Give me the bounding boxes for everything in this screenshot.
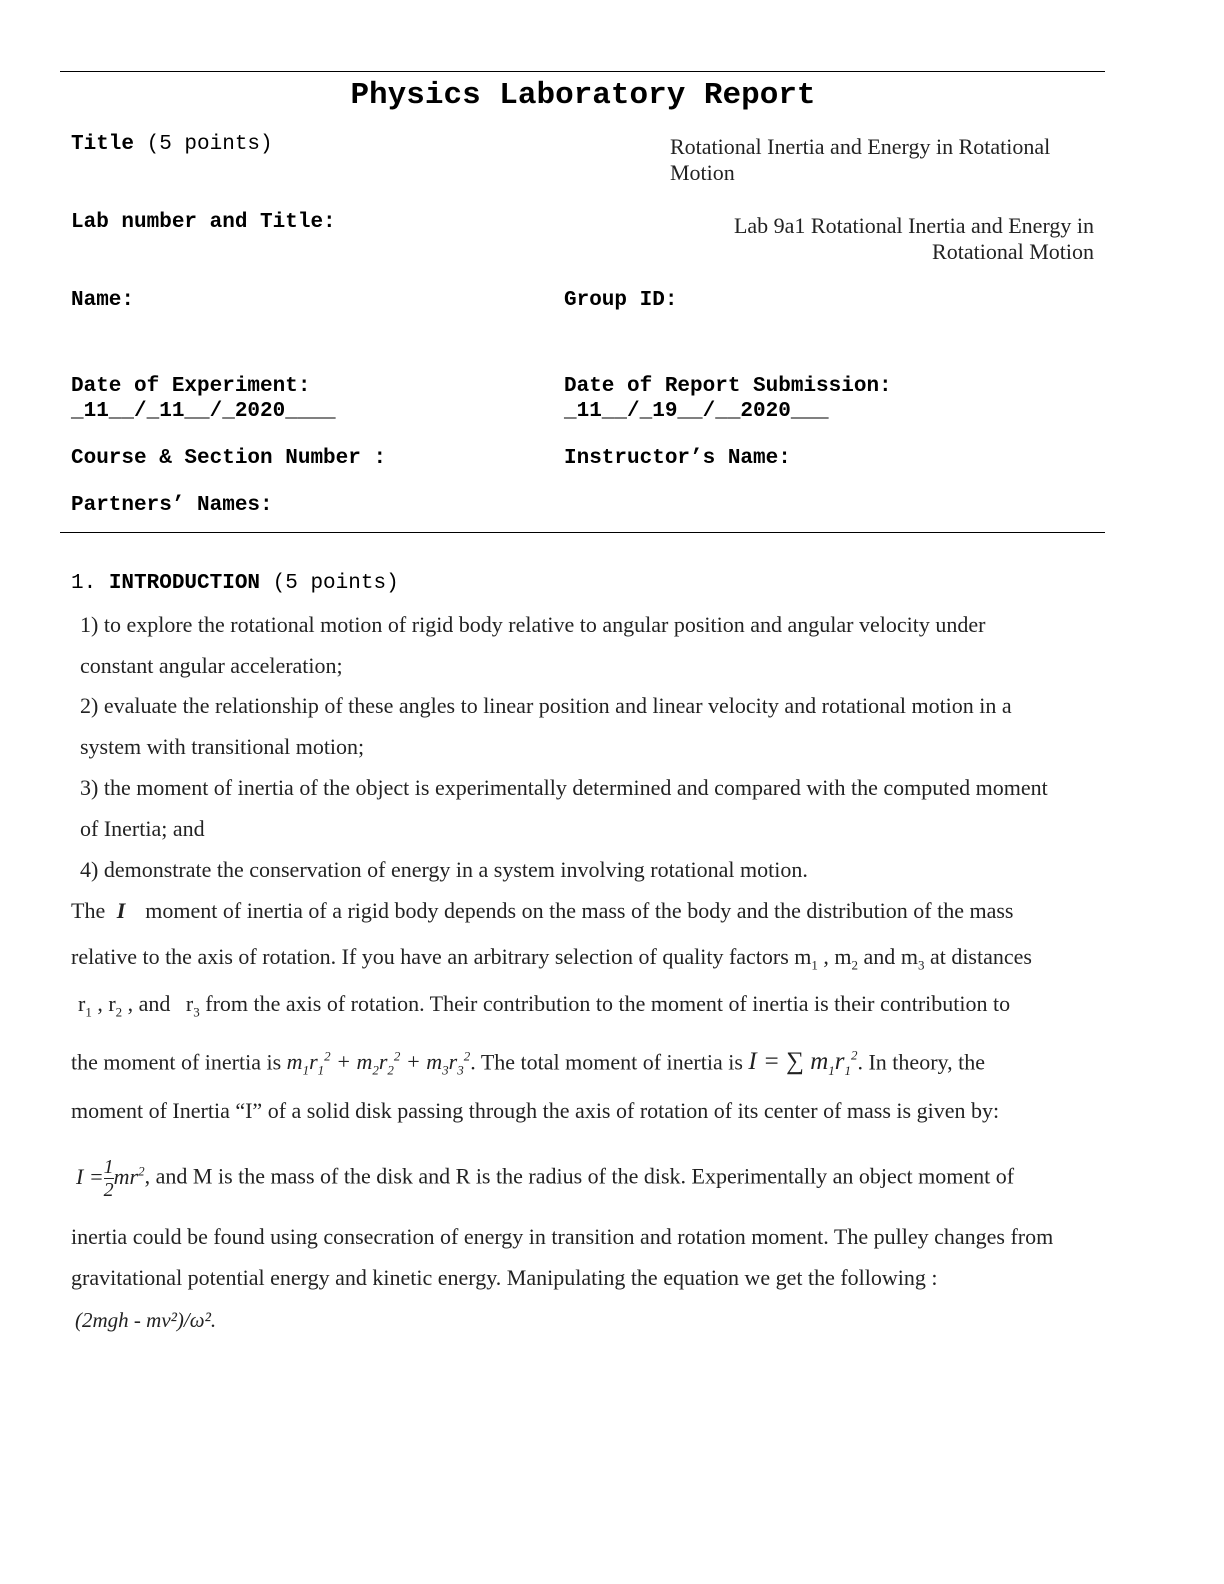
text: The bbox=[71, 898, 111, 923]
objective-line: of Inertia; and bbox=[80, 816, 205, 841]
top-rule bbox=[60, 71, 1105, 72]
report-title: Physics Laboratory Report bbox=[350, 78, 816, 113]
objective-line: 4) demonstrate the conservation of energ… bbox=[80, 857, 808, 882]
text: and bbox=[858, 944, 901, 969]
date-experiment-value: _11__/_11__/_2020____ bbox=[71, 400, 336, 423]
date-experiment-label: Date of Experiment: bbox=[71, 375, 311, 398]
sum-formula: m1r12 + m2r22 + m3r32 bbox=[286, 1049, 471, 1078]
objective-line: 1) to explore the rotational motion of r… bbox=[80, 612, 986, 637]
text: relative to the axis of rotation. If you… bbox=[71, 944, 795, 969]
radius-symbols: r1 , r2 bbox=[78, 991, 123, 1020]
paragraph-line: gravitational potential energy and kinet… bbox=[71, 1265, 938, 1290]
section-title: INTRODUCTION bbox=[108, 572, 261, 595]
title-label: Title (5 points) bbox=[71, 133, 273, 156]
paragraph-line: relative to the axis of rotation. If you… bbox=[71, 944, 1032, 973]
text: , and bbox=[122, 991, 176, 1016]
lab-value-line: Lab 9a1 Rotational Inertia and Energy in bbox=[733, 213, 1094, 238]
title-value: Rotational Inertia and Energy in Rotatio… bbox=[670, 134, 1050, 186]
paragraph-line: r1 , r2 , and r3 from the axis of rotati… bbox=[78, 991, 1010, 1020]
section-number: 1. bbox=[71, 572, 109, 595]
date-submission-value: _11__/_19__/__2020___ bbox=[564, 400, 829, 423]
text: . The total moment of inertia is bbox=[470, 1049, 749, 1075]
title-label-text: Title bbox=[71, 133, 135, 156]
lab-label: Lab number and Title: bbox=[71, 211, 336, 234]
title-points: (5 points) bbox=[134, 133, 273, 156]
title-value-line: Rotational Inertia and Energy in Rotatio… bbox=[670, 134, 1051, 159]
text: moment of inertia of a rigid body depend… bbox=[145, 898, 1014, 923]
text: , and M is the mass of the disk and R is… bbox=[144, 1163, 1015, 1189]
lab-value: Lab 9a1 Rotational Inertia and Energy in… bbox=[734, 213, 1094, 265]
name-label: Name: bbox=[71, 289, 135, 312]
section-points: (5 points) bbox=[260, 572, 399, 595]
radius-symbol: r3 bbox=[185, 991, 200, 1020]
objective-line: system with transitional motion; bbox=[80, 734, 365, 759]
mass-symbols: m1 , m2 bbox=[794, 944, 859, 973]
bottom-rule bbox=[60, 532, 1105, 533]
intro-heading: 1. INTRODUCTION (5 points) bbox=[71, 572, 399, 595]
paragraph-line: inertia could be found using consecratio… bbox=[71, 1224, 1054, 1249]
date-submission: Date of Report Submission:_11__/_19__/__… bbox=[564, 374, 892, 424]
objective-line: 3) the moment of inertia of the object i… bbox=[80, 775, 1048, 800]
instructor-label: Instructor’s Name: bbox=[564, 447, 791, 470]
inertia-symbol: I bbox=[116, 898, 126, 923]
group-id-label: Group ID: bbox=[564, 289, 678, 312]
objective-line: 2) evaluate the relationship of these an… bbox=[80, 693, 1012, 718]
text: the moment of inertia is bbox=[71, 1049, 287, 1075]
paragraph-line: moment of Inertia “I” of a solid disk pa… bbox=[71, 1098, 1000, 1123]
text: . In theory, the bbox=[857, 1049, 985, 1075]
course-label: Course & Section Number : bbox=[71, 447, 387, 470]
text: at distances bbox=[924, 944, 1032, 969]
lab-value-line: Rotational Motion bbox=[932, 239, 1094, 264]
date-submission-label: Date of Report Submission: bbox=[564, 375, 892, 398]
partners-label: Partners’ Names: bbox=[71, 494, 273, 517]
date-experiment: Date of Experiment:_11__/_11__/_2020____ bbox=[71, 374, 336, 424]
text: from the axis of rotation. Their contrib… bbox=[199, 991, 1011, 1016]
paragraph-line: the moment of inertia is m1r12 + m2r22 +… bbox=[71, 1048, 985, 1079]
title-value-line: Motion bbox=[670, 160, 735, 185]
objective-line: constant angular acceleration; bbox=[80, 653, 343, 678]
mass-symbol: m3 bbox=[900, 944, 925, 973]
final-formula: (2mgh - mv²)/ω². bbox=[75, 1308, 217, 1332]
total-inertia-formula: I = ∑ m1r12 bbox=[748, 1048, 858, 1079]
